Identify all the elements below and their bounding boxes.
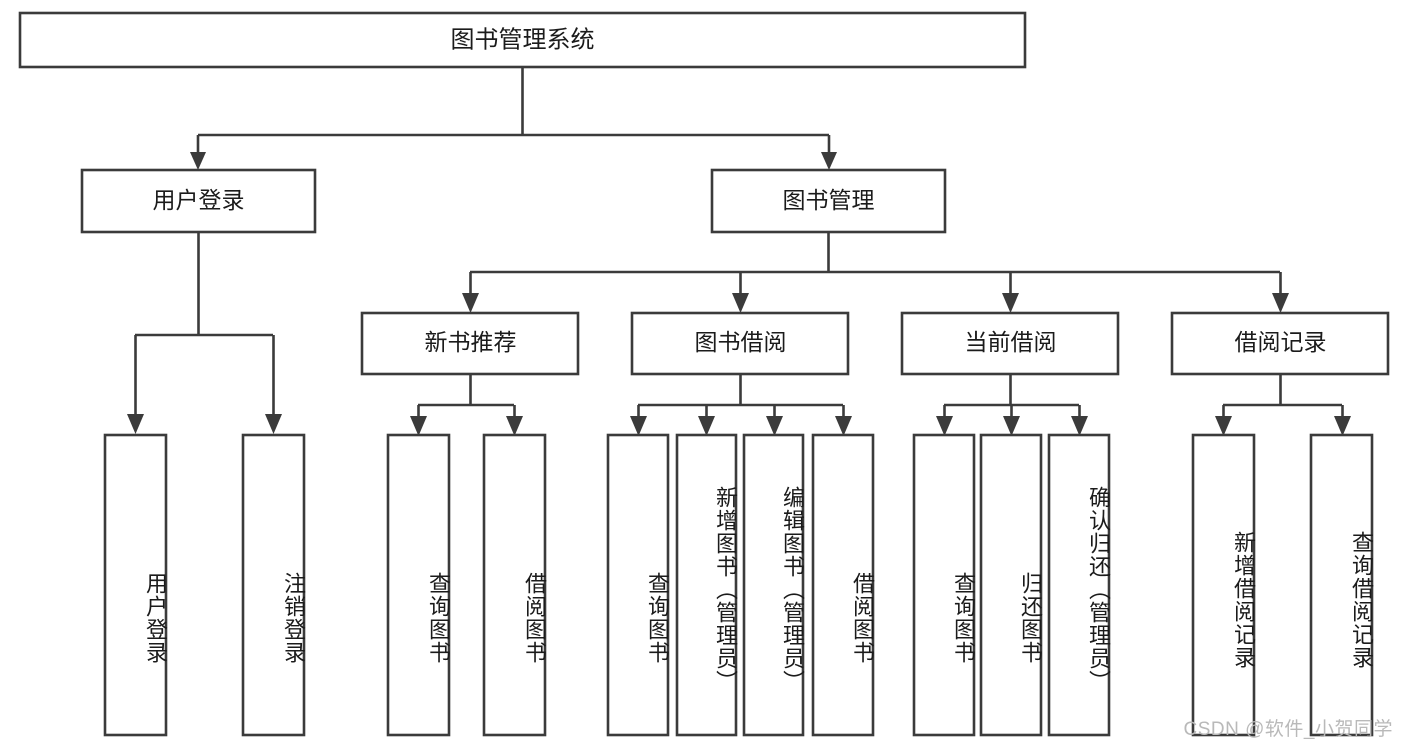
leaf-box-query-book-borrow[interactable] — [606, 433, 670, 737]
leaf-box-user-login[interactable] — [103, 433, 168, 737]
leaf-box-query-book-newbook[interactable] — [386, 433, 451, 737]
node-book-management-box — [710, 168, 947, 234]
arrow-bookmgmt-child-1 — [462, 293, 479, 313]
arrow-userlogin-leaf-1 — [127, 414, 144, 434]
node-borrow-record-box — [1170, 311, 1390, 376]
arrow-bookmgmt-child-2 — [732, 293, 749, 313]
leaf-box-borrow-book-newbook[interactable] — [482, 433, 547, 737]
arrow-root-to-book-mgmt — [821, 152, 837, 170]
leaf-box-edit-book-admin[interactable] — [742, 433, 805, 737]
node-user-login-box — [80, 168, 317, 234]
leaf-box-query-book-current[interactable] — [912, 433, 976, 737]
arrow-newbook-leaf-1 — [410, 416, 427, 436]
arrow-newbook-leaf-2 — [506, 416, 523, 436]
leaf-box-add-borrow-record[interactable] — [1191, 433, 1256, 737]
node-book-borrow-label: 图书借阅 — [695, 329, 787, 355]
node-new-book-recommend-box — [360, 311, 580, 376]
node-book-borrow-box — [630, 311, 850, 376]
node-root-system-box — [18, 11, 1027, 69]
node-book-management[interactable]: 图书管理 — [710, 168, 947, 234]
node-root-system[interactable]: 图书管理系统 — [18, 11, 1027, 69]
leaf-box-query-borrow-record[interactable] — [1309, 433, 1374, 737]
csdn-watermark: CSDN @软件_小贺同学 — [1183, 719, 1393, 740]
node-root-system-label: 图书管理系统 — [451, 26, 595, 53]
node-borrow-record-label: 借阅记录 — [1235, 329, 1327, 355]
node-book-borrow[interactable]: 图书借阅 — [630, 311, 850, 376]
arrow-current-leaf-1 — [936, 416, 953, 436]
node-new-book-recommend[interactable]: 新书推荐 — [360, 311, 580, 376]
leaf-boxes-group — [103, 433, 1374, 737]
node-book-management-label: 图书管理 — [783, 187, 875, 213]
arrow-current-leaf-3 — [1071, 416, 1088, 436]
arrow-userlogin-leaf-2 — [265, 414, 282, 434]
arrow-bookmgmt-child-3 — [1002, 293, 1019, 313]
arrow-record-leaf-1 — [1215, 416, 1232, 436]
arrow-bookmgmt-child-4 — [1272, 293, 1289, 313]
node-current-borrow-label: 当前借阅 — [965, 329, 1057, 355]
arrow-borrow-leaf-2 — [698, 416, 715, 436]
arrow-borrow-leaf-1 — [630, 416, 647, 436]
node-borrow-record[interactable]: 借阅记录 — [1170, 311, 1390, 376]
arrow-root-to-user-login — [190, 152, 206, 170]
leaf-box-add-book-admin[interactable] — [675, 433, 738, 737]
arrow-record-leaf-2 — [1334, 416, 1351, 436]
connectors-group — [127, 67, 1351, 436]
leaf-box-confirm-return-admin[interactable] — [1047, 433, 1111, 737]
arrow-borrow-leaf-4 — [835, 416, 852, 436]
leaf-box-return-book[interactable] — [979, 433, 1043, 737]
arrow-borrow-leaf-3 — [766, 416, 783, 436]
node-new-book-recommend-label: 新书推荐 — [425, 329, 517, 355]
node-user-login-label: 用户登录 — [153, 187, 245, 213]
arrow-current-leaf-2 — [1003, 416, 1020, 436]
node-user-login[interactable]: 用户登录 — [80, 168, 317, 234]
node-current-borrow-box — [900, 311, 1120, 376]
leaf-box-borrow-book[interactable] — [811, 433, 875, 737]
leaf-box-logout[interactable] — [241, 433, 306, 737]
node-current-borrow[interactable]: 当前借阅 — [900, 311, 1120, 376]
